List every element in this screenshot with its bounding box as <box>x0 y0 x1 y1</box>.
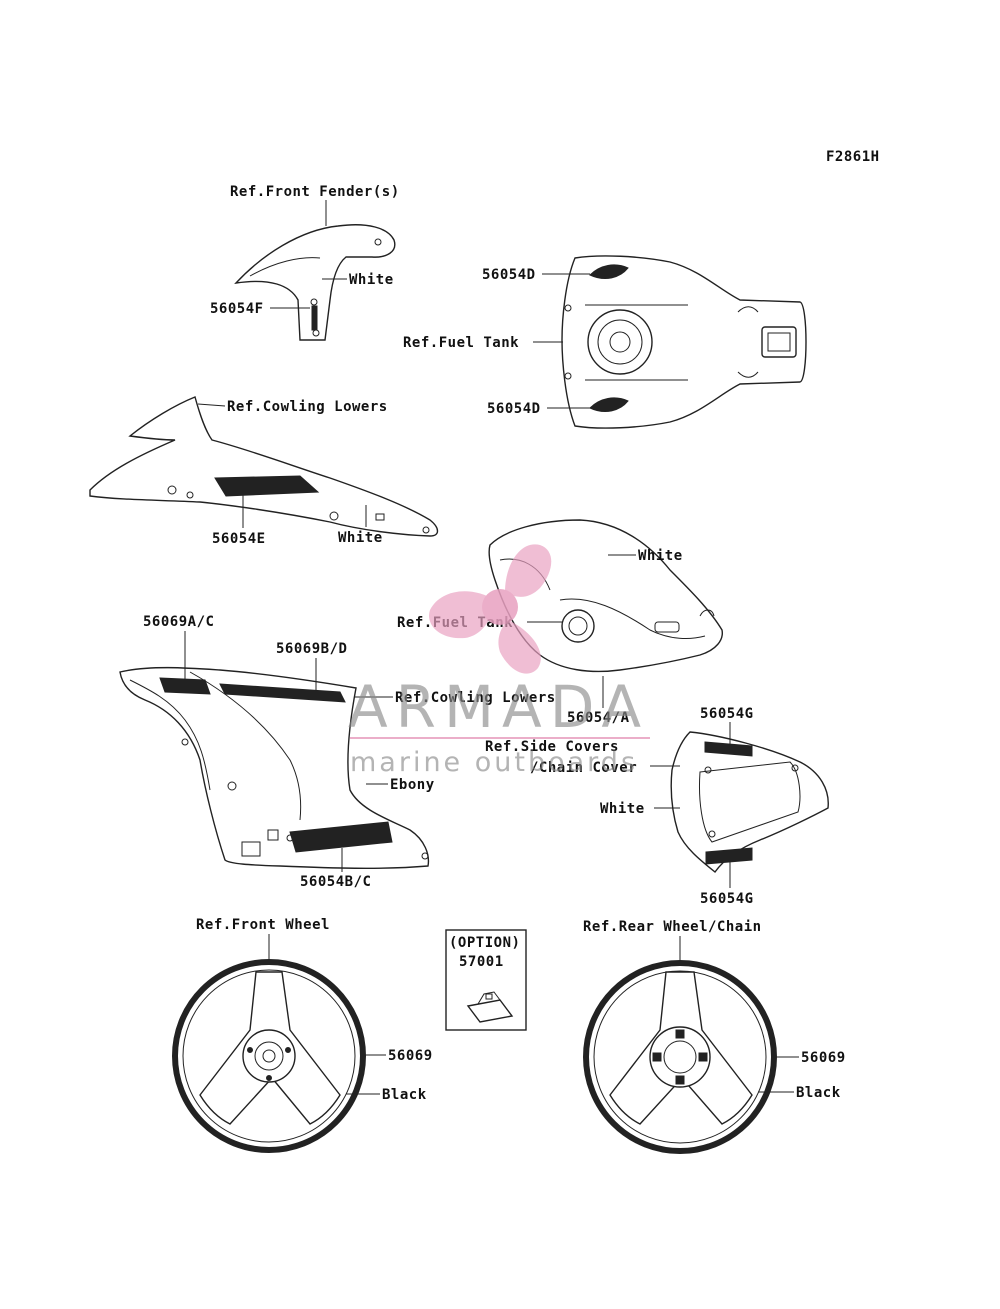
decal-56054g-top-mark <box>704 741 753 757</box>
label-56069-rear: 56069 <box>801 1050 846 1066</box>
label-ref-front-fender: Ref.Front Fender(s) <box>230 184 400 200</box>
fuel-tank-top-part <box>561 255 807 429</box>
front-wheel-part <box>172 959 366 1153</box>
watermark-tagline: marine outboards <box>350 747 638 778</box>
label-black-front: Black <box>382 1087 427 1103</box>
label-chain-cover: /Chain Cover <box>530 760 637 776</box>
watermark-brand: ARMADA <box>348 673 649 741</box>
label-56069-front: 56069 <box>388 1048 433 1064</box>
label-ebony: Ebony <box>390 777 435 793</box>
upper-fairing-part <box>119 666 430 869</box>
label-white-tank-side: White <box>638 548 683 564</box>
label-56054d-top: 56054D <box>482 267 536 283</box>
decal-56069ac-mark <box>159 677 211 695</box>
decal-56054g-bottom-mark <box>705 847 753 865</box>
zx10r-decal <box>214 475 320 497</box>
label-white-seat: White <box>600 801 645 817</box>
kawasaki-decal <box>289 821 393 853</box>
label-white-cowling: White <box>338 530 383 546</box>
label-ref-fuel-tank-top: Ref.Fuel Tank <box>403 335 519 351</box>
label-ref-side-covers: Ref.Side Covers <box>485 739 619 755</box>
front-fender-part <box>234 224 396 341</box>
label-56054a: 56054/A <box>567 710 630 726</box>
label-56054d-bottom: 56054D <box>487 401 541 417</box>
cowling-lowers-part <box>89 396 439 537</box>
label-ref-rear-wheel: Ref.Rear Wheel/Chain <box>583 919 762 935</box>
rear-wheel-part <box>583 960 777 1154</box>
propeller-logo <box>429 544 552 674</box>
label-56054bc: 56054B/C <box>300 874 371 890</box>
label-56069ac: 56069A/C <box>143 614 214 630</box>
label-ref-cowling-lowers-mid: Ref.Cowling Lowers <box>395 690 556 706</box>
label-56054e: 56054E <box>212 531 266 547</box>
label-ref-cowling-lowers-top: Ref.Cowling Lowers <box>227 399 388 415</box>
label-56054f: 56054F <box>210 301 264 317</box>
decal-56069bd-mark <box>219 683 346 703</box>
label-56054g-bottom: 56054G <box>700 891 754 907</box>
label-ref-front-wheel: Ref.Front Wheel <box>196 917 330 933</box>
ninja-decal-bottom <box>589 397 629 412</box>
label-56054g-top: 56054G <box>700 706 754 722</box>
decal-56054f-mark <box>311 305 318 331</box>
label-option: (OPTION) <box>449 935 520 951</box>
label-white-fender: White <box>349 272 394 288</box>
armada-watermark: ARMADA marine outboards <box>348 544 650 778</box>
label-57001: 57001 <box>459 954 504 970</box>
seat-cowl-part <box>670 731 829 874</box>
label-black-rear: Black <box>796 1085 841 1101</box>
label-56069bd: 56069B/D <box>276 641 347 657</box>
option-box <box>445 929 527 1031</box>
figure-code: F2861H <box>826 149 880 165</box>
ninja-decal-top <box>589 264 629 279</box>
